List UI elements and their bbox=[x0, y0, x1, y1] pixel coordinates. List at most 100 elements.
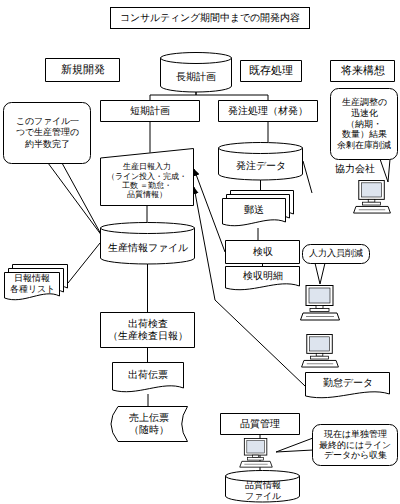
shape-outline bbox=[331, 89, 398, 160]
connector bbox=[147, 264, 148, 312]
shape-outline bbox=[46, 59, 120, 82]
data-store: 生産情報ファイル bbox=[100, 222, 195, 264]
node-text: 新規開発 bbox=[61, 63, 105, 77]
shape-outline bbox=[161, 53, 232, 64]
data-store: 長期計画 bbox=[160, 52, 232, 92]
node-text: 売上伝票 （随時） bbox=[117, 412, 181, 437]
node-text: 長期計画 bbox=[176, 71, 216, 84]
shape-outline bbox=[241, 61, 302, 82]
text-area: 発注処理（材発） bbox=[218, 100, 318, 122]
document: 勤怠データ bbox=[305, 372, 390, 400]
shape-outline bbox=[101, 223, 195, 234]
data-store: 発注データ bbox=[218, 142, 303, 180]
callout-tail bbox=[315, 263, 325, 284]
diagram-title: コンサルティング期間中までの開発内容 bbox=[110, 7, 310, 29]
connector bbox=[150, 92, 196, 100]
text-area: 品質管理 bbox=[220, 413, 300, 435]
callout-box: 人力入員削減 bbox=[302, 244, 370, 264]
header-box: 新規開発 bbox=[45, 58, 120, 82]
company-label: 協力会社 bbox=[312, 162, 398, 224]
connector bbox=[262, 264, 263, 266]
callout-box: 生産調整の 迅速化（納期・ 数量）結果 余剰在庫削減 bbox=[330, 88, 398, 160]
connector bbox=[260, 180, 261, 190]
shape-outline bbox=[5, 273, 60, 300]
header-box: 既存処理 bbox=[240, 60, 302, 82]
text-area: 将来構想 bbox=[330, 60, 395, 82]
computer-icon bbox=[302, 334, 339, 367]
shape-outline bbox=[306, 373, 390, 398]
stored-data: 売上伝票 （随時） bbox=[108, 406, 188, 442]
text-area: 検収 bbox=[225, 240, 300, 264]
connector bbox=[303, 161, 312, 193]
connector bbox=[196, 92, 268, 100]
node-text: 発注データ bbox=[236, 160, 286, 173]
text-area: 既存処理 bbox=[240, 60, 302, 82]
manual-input: 生産日報入力 （ライン投入・完成・工数 ＝勤怠・品質情報） bbox=[100, 148, 194, 206]
data-store: 品質情報 ファイル bbox=[225, 470, 300, 502]
process-box: 品質管理 bbox=[220, 413, 300, 435]
text-area: このファイル一 つで生産管理の 約半数完了 bbox=[3, 102, 91, 164]
callout-box: 現在は単独管理 最終的にはライン データから収集 bbox=[312, 424, 398, 466]
node-shape bbox=[4, 264, 68, 302]
node-text: 勤怠データ bbox=[323, 377, 373, 390]
node-text: 将来構想 bbox=[341, 64, 385, 78]
text-area: 品質情報 ファイル bbox=[225, 480, 300, 502]
text-area: 生産調整の 迅速化（納期・ 数量）結果 余剰在庫削減 bbox=[330, 88, 398, 160]
shape-outline bbox=[219, 143, 303, 154]
shape-outline bbox=[101, 313, 195, 348]
connector bbox=[268, 122, 269, 142]
node-text: 生産情報ファイル bbox=[108, 242, 188, 255]
text-area: 売上伝票 （随時） bbox=[114, 406, 184, 442]
text-area: 検収明細 bbox=[225, 266, 300, 286]
node-text: 日報情報 各種リスト bbox=[7, 273, 57, 296]
node-text: 生産調整の 迅速化（納期・ 数量）結果 余剰在庫削減 bbox=[333, 97, 395, 150]
text-area: 協力会社 bbox=[312, 162, 398, 224]
node-text: 検収 bbox=[253, 246, 273, 259]
process-box: 短期計画 bbox=[100, 100, 200, 122]
node-text: 協力会社 bbox=[335, 163, 375, 176]
shape-outline bbox=[219, 101, 318, 122]
text-area: 郵送 bbox=[222, 198, 286, 222]
text-area: 発注データ bbox=[218, 152, 303, 180]
node-text: このファイル一 つで生産管理の 約半数完了 bbox=[6, 116, 88, 150]
node-text: 出荷検査 （生産検査日報） bbox=[103, 318, 192, 343]
shape-outline bbox=[221, 414, 300, 435]
connector bbox=[68, 243, 100, 283]
node-text: 人力入員削減 bbox=[309, 248, 363, 259]
connector bbox=[147, 206, 148, 222]
callout-tail bbox=[380, 159, 390, 182]
text-area: 日報情報 各種リスト bbox=[4, 272, 60, 296]
document-stack: 日報情報 各種リスト bbox=[4, 264, 68, 302]
text-area: 現在は単独管理 最終的にはライン データから収集 bbox=[312, 424, 398, 466]
shape-outline bbox=[226, 267, 300, 290]
text-area: 出荷検査 （生産検査日報） bbox=[100, 312, 195, 348]
connector bbox=[194, 169, 225, 252]
node-text: 現在は単独管理 最終的にはライン データから収集 bbox=[315, 429, 395, 461]
process-box: 検収 bbox=[225, 240, 300, 264]
text-area: 生産日報入力 （ライン投入・完成・工数 ＝勤怠・品質情報） bbox=[100, 156, 194, 206]
document: 出荷伝票 bbox=[112, 362, 184, 394]
text-area: 短期計画 bbox=[100, 100, 200, 122]
callout-tail bbox=[48, 163, 102, 236]
shape-outline bbox=[101, 101, 200, 122]
node-text: 短期計画 bbox=[130, 105, 170, 118]
shape-outline bbox=[101, 149, 194, 206]
text-area: 新規開発 bbox=[45, 58, 120, 82]
text-area: 勤怠データ bbox=[305, 372, 390, 394]
callout-tail bbox=[276, 438, 313, 452]
node-text: 発注処理（材発） bbox=[228, 105, 308, 118]
computer-icon bbox=[301, 286, 340, 321]
connector bbox=[148, 394, 149, 406]
node-text: 郵送 bbox=[244, 204, 264, 217]
connector bbox=[258, 228, 259, 240]
connector bbox=[194, 187, 305, 386]
shape-outline bbox=[111, 407, 188, 442]
node-text: 品質管理 bbox=[240, 418, 280, 431]
shape-outline bbox=[113, 363, 184, 392]
document: 検収明細 bbox=[225, 266, 300, 292]
computer-icon bbox=[354, 180, 391, 213]
node-text: 検収明細 bbox=[243, 270, 283, 283]
connector bbox=[150, 122, 151, 153]
shape-outline bbox=[223, 199, 286, 226]
